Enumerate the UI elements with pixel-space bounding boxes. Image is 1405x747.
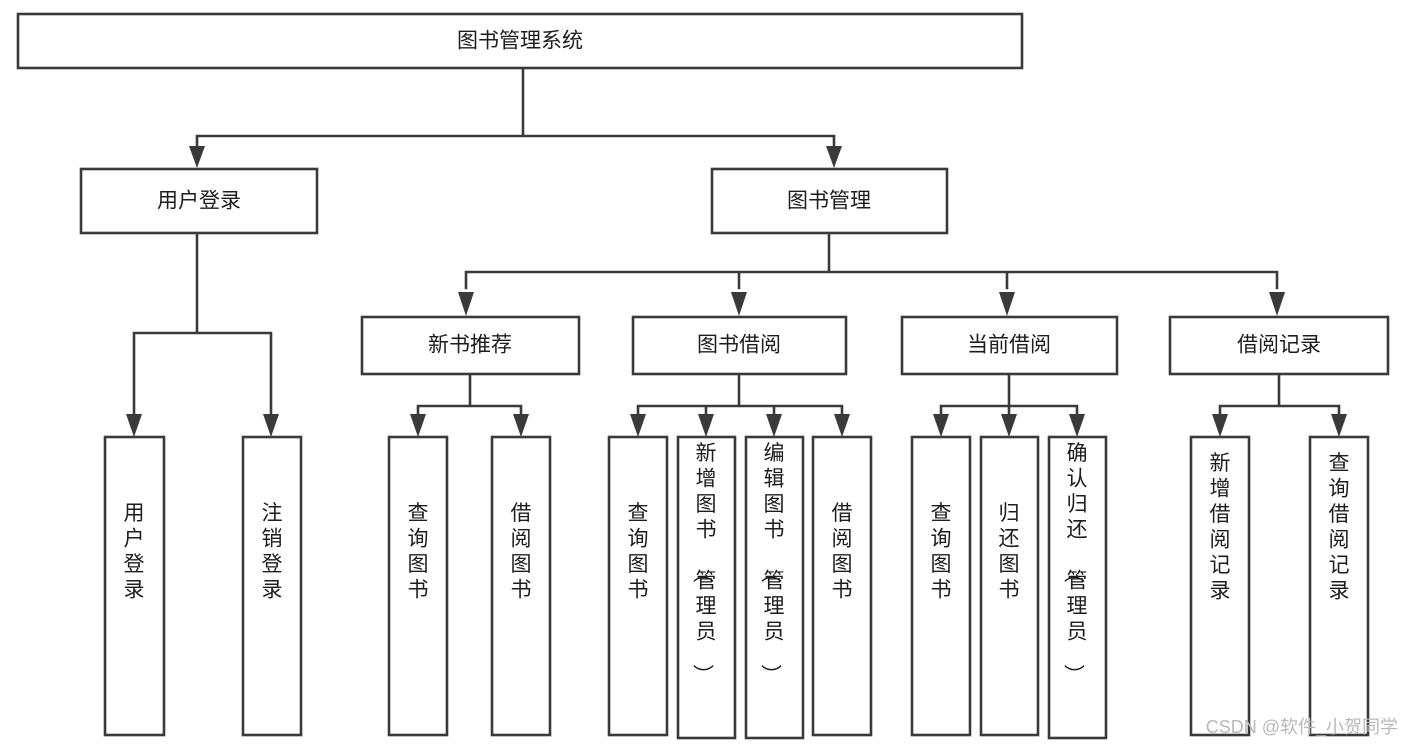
arrow-to-current-borrow [999,292,1015,316]
node-current-borrow-label: 当前借阅 [967,334,1051,357]
node-user-login-label: 用户登录 [157,190,241,213]
arrow-to-user-login [189,146,205,168]
node-root[interactable]: 图书管理系统 [16,12,1024,70]
node-leaf-return-book[interactable]: 归还图书 [979,435,1040,737]
connector-layer [126,66,1347,437]
node-book-borrow-label: 图书借阅 [697,334,781,357]
node-leaf-add-record-label: 新增借阅记录 [1210,452,1231,603]
arrow-to-leaf-confirm-return [1069,414,1085,437]
node-leaf-confirm-return[interactable]: 确认归还（管理员） [1047,435,1108,740]
arrow-to-leaf-add-record [1212,414,1228,437]
connector-current-borrow-trunk [939,372,1079,422]
arrow-to-leaf-user-login [126,414,142,437]
node-leaf-add-book[interactable]: 新增图书（管理员） [676,435,737,740]
arrow-to-book-borrow [731,292,747,316]
node-leaf-borrow-book-2-label: 借阅图书 [832,502,853,602]
arrow-to-leaf-return-book [1001,414,1017,437]
node-leaf-logout-login-label: 注销登录 [262,502,283,602]
node-new-book-recommend-label: 新书推荐 [428,334,512,357]
arrow-to-leaf-logout-login [263,414,279,437]
connector-book-borrow-trunk [636,372,844,422]
node-leaf-return-book-label: 归还图书 [999,502,1020,602]
node-leaf-add-book-label: 新增图书（管理员） [691,442,717,685]
node-leaf-logout-login[interactable]: 注销登录 [241,435,303,737]
node-borrow-record-label: 借阅记录 [1237,334,1321,357]
node-leaf-add-record[interactable]: 新增借阅记录 [1189,435,1251,737]
node-leaf-user-login-label: 用户登录 [124,502,145,602]
arrow-to-leaf-query-book-3 [933,414,949,437]
node-user-login[interactable]: 用户登录 [79,167,319,235]
node-root-label: 图书管理系统 [457,30,583,53]
arrow-to-leaf-query-book-1 [410,414,426,437]
arrow-to-leaf-query-record [1331,414,1347,437]
connector-borrow-record-trunk [1218,372,1341,422]
node-leaf-borrow-book-2[interactable]: 借阅图书 [811,435,873,737]
connector-book-management-trunk [464,231,1279,290]
node-leaf-user-login[interactable]: 用户登录 [103,435,166,737]
arrow-to-leaf-edit-book [766,414,782,437]
node-book-management[interactable]: 图书管理 [710,167,949,235]
arrow-to-book-management [826,146,842,168]
node-leaf-query-book-3[interactable]: 查询图书 [910,435,972,737]
arrow-to-leaf-borrow-book-2 [834,414,850,437]
node-book-borrow[interactable]: 图书借阅 [631,315,848,376]
connector-root-trunk [195,66,836,154]
arrow-to-leaf-borrow-book-1 [513,414,529,437]
node-borrow-record[interactable]: 借阅记录 [1168,315,1390,376]
node-leaf-query-book-3-label: 查询图书 [931,502,952,602]
node-leaf-edit-book[interactable]: 编辑图书（管理员） [744,435,805,740]
arrow-to-new-book-recommend [458,292,474,316]
node-leaf-query-record-label: 查询借阅记录 [1329,452,1350,603]
node-leaf-query-book-2[interactable]: 查询图书 [607,435,669,737]
arrow-to-leaf-query-book-2 [630,414,646,437]
node-leaf-borrow-book-1[interactable]: 借阅图书 [490,435,552,737]
node-leaf-borrow-book-1-label: 借阅图书 [511,502,532,602]
node-leaf-confirm-return-label: 确认归还（管理员） [1062,442,1088,685]
arrow-to-borrow-record [1269,292,1285,316]
arrow-to-leaf-add-book [698,414,714,437]
node-leaf-query-book-1[interactable]: 查询图书 [387,435,449,737]
connector-new-book-recommend-trunk [416,372,523,422]
node-book-management-label: 图书管理 [787,190,871,213]
node-current-borrow[interactable]: 当前借阅 [900,315,1119,376]
node-leaf-edit-book-label: 编辑图书（管理员） [759,442,785,685]
node-leaf-query-book-1-label: 查询图书 [408,502,429,602]
connector-user-login-trunk [132,231,273,422]
node-leaf-query-record[interactable]: 查询借阅记录 [1308,435,1370,737]
node-leaf-query-book-2-label: 查询图书 [628,502,649,602]
node-new-book-recommend[interactable]: 新书推荐 [360,315,581,376]
csdn-watermark: CSDN @软件_小贺同学 [1206,717,1398,738]
